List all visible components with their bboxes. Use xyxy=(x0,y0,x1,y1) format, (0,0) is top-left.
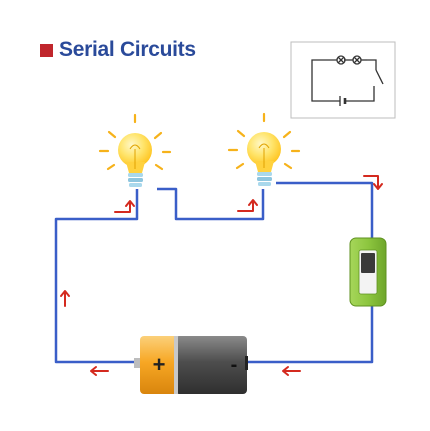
battery-positive-label: + xyxy=(153,352,166,377)
light-bulb-icon xyxy=(98,113,172,187)
current-arrow-icon xyxy=(363,175,383,190)
title-block: Serial Circuits xyxy=(40,38,196,62)
current-arrow-icon xyxy=(237,199,258,212)
switch-icon xyxy=(349,237,387,307)
current-arrow-icon xyxy=(90,366,109,376)
current-arrow-icon xyxy=(114,200,135,213)
current-arrow-icon xyxy=(282,366,301,376)
current-arrow-icon xyxy=(60,290,70,307)
light-bulb-icon xyxy=(227,112,301,186)
circuit-schematic-icon xyxy=(290,41,396,119)
battery-icon: + - xyxy=(134,336,248,394)
page-title: Serial Circuits xyxy=(59,38,196,61)
circuit-wires xyxy=(54,181,374,364)
title-marker-icon xyxy=(40,43,53,57)
battery-negative-label: - xyxy=(231,354,238,376)
